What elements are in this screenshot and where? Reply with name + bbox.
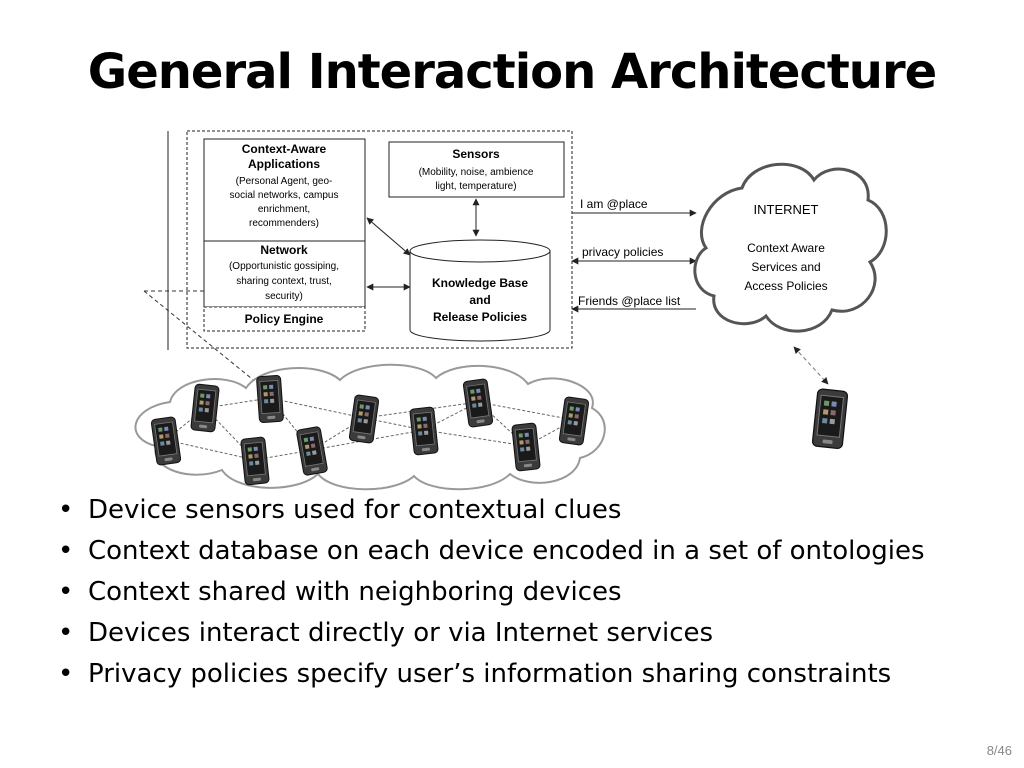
knowledge-base-cylinder (409, 239, 551, 342)
smartphone-icon (255, 374, 285, 424)
architecture-diagram: Context-Aware Applications (Personal Age… (134, 130, 888, 491)
bullet-list: • Device sensors used for contextual clue… (58, 493, 998, 698)
policy-engine-label: Policy Engine (245, 312, 324, 326)
bullet-marker: • (58, 536, 74, 566)
device-frame (186, 130, 573, 349)
internet-desc-3: Access Policies (744, 279, 827, 293)
internet-desc-2: Services and (751, 260, 820, 274)
bullet-item: • Privacy policies specify user’s informa… (58, 657, 998, 692)
smartphone-icon (811, 387, 849, 450)
apps-desc-4: recommenders) (249, 218, 319, 229)
bullet-marker: • (58, 495, 74, 525)
policy-engine-box (203, 306, 366, 332)
apps-desc-2: social networks, campus (230, 190, 339, 201)
internet-phone-link (793, 346, 829, 385)
friends-list-label: Friends @place list (578, 294, 681, 308)
slide-title: General Interaction Architecture (87, 44, 937, 100)
smartphone-icon (409, 406, 439, 456)
apps-title-2: Applications (248, 157, 320, 171)
smartphone-icon (190, 383, 220, 433)
bullet-item: • Devices interact directly or via Intern… (58, 616, 998, 651)
sensors-box (388, 141, 565, 198)
network-title: Network (260, 243, 308, 257)
apps-desc-1: (Personal Agent, geo- (236, 176, 333, 187)
page-number: 8/46 (986, 743, 1012, 758)
internet-cloud-icon (693, 162, 888, 333)
privacy-policies-label: privacy policies (582, 245, 663, 259)
sensors-desc-1: (Mobility, noise, ambience (419, 167, 534, 178)
bullet-marker: • (58, 618, 74, 648)
network-desc-2: sharing context, trust, (236, 276, 332, 287)
bullet-item: • Context database on each device encoded… (58, 534, 998, 569)
bullet-text: Context shared with neighboring devices (88, 577, 622, 607)
kb-label-1: Knowledge Base (432, 276, 528, 290)
bullet-text: Device sensors used for contextual clues (88, 495, 622, 525)
sensors-title: Sensors (452, 147, 500, 161)
apps-kb-arrow (366, 217, 411, 256)
kb-label-2: and (469, 293, 490, 307)
network-desc-1: (Opportunistic gossiping, (229, 261, 339, 272)
bullet-text: Context database on each device encoded … (88, 536, 925, 566)
network-box (203, 240, 366, 308)
kb-label-3: Release Policies (433, 310, 527, 324)
sensors-desc-2: light, temperature) (435, 181, 516, 192)
internet-desc-1: Context Aware (747, 241, 825, 255)
bullet-text: Devices interact directly or via Interne… (88, 618, 714, 648)
internet-title: INTERNET (754, 202, 819, 217)
bullet-item: • Device sensors used for contextual clue… (58, 493, 998, 528)
bullet-marker: • (58, 659, 74, 689)
bullet-item: • Context shared with neighboring devices (58, 575, 998, 610)
zoom-line-top (143, 290, 263, 388)
apps-box (203, 138, 366, 242)
bullet-text: Privacy policies specify user’s informat… (88, 659, 892, 689)
i-am-at-place-label: I am @place (580, 197, 648, 211)
network-desc-3: security) (265, 291, 303, 302)
smartphone-icon (240, 436, 270, 486)
apps-title-1: Context-Aware (242, 142, 327, 156)
bullet-marker: • (58, 577, 74, 607)
smartphone-icon (511, 422, 541, 472)
apps-desc-3: enrichment, (258, 204, 310, 215)
